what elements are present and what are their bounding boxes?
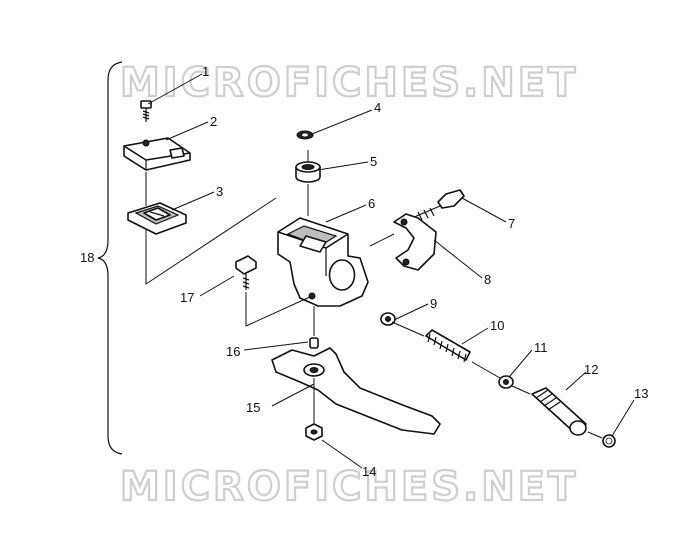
callout-7: 7 bbox=[508, 216, 515, 231]
part-10-spring bbox=[425, 329, 471, 363]
callout-4: 4 bbox=[374, 100, 381, 115]
assembly-bracket bbox=[97, 61, 123, 455]
callout-3: 3 bbox=[216, 184, 223, 199]
callout-10: 10 bbox=[490, 318, 504, 333]
part-8-clamp bbox=[393, 213, 437, 271]
callout-15: 15 bbox=[246, 400, 260, 415]
part-5-bushing bbox=[295, 161, 321, 183]
callout-14: 14 bbox=[362, 464, 376, 479]
part-2-cover bbox=[123, 137, 191, 171]
part-4-washer bbox=[296, 130, 314, 140]
part-7-bolt bbox=[411, 189, 465, 221]
callout-13: 13 bbox=[634, 386, 648, 401]
callout-17: 17 bbox=[180, 290, 194, 305]
part-6-master-cylinder bbox=[277, 217, 369, 307]
callout-9: 9 bbox=[430, 296, 437, 311]
callout-6: 6 bbox=[368, 196, 375, 211]
part-3-diaphragm bbox=[127, 202, 187, 235]
callout-18: 18 bbox=[80, 250, 94, 265]
part-15-lever bbox=[271, 347, 441, 435]
callout-16: 16 bbox=[226, 344, 240, 359]
part-13-o-ring bbox=[602, 434, 616, 448]
part-17-pivot-bolt bbox=[235, 255, 257, 290]
callout-11: 11 bbox=[534, 340, 548, 355]
callout-8: 8 bbox=[484, 272, 491, 287]
part-1-screw bbox=[140, 100, 152, 122]
callout-2: 2 bbox=[210, 114, 217, 129]
watermark-bottom: MICROFICHES.NET bbox=[120, 464, 578, 510]
part-12-piston bbox=[531, 387, 587, 436]
guide-lines bbox=[145, 150, 603, 439]
part-9-washer bbox=[380, 312, 396, 326]
callout-1: 1 bbox=[202, 64, 209, 79]
part-14-nut bbox=[305, 423, 323, 441]
watermark-top: MICROFICHES.NET bbox=[120, 60, 578, 106]
part-11-washer bbox=[498, 375, 514, 389]
callout-5: 5 bbox=[370, 154, 377, 169]
leader-lines bbox=[147, 73, 635, 469]
callout-12: 12 bbox=[584, 362, 598, 377]
part-16-pivot-pin bbox=[309, 337, 319, 349]
